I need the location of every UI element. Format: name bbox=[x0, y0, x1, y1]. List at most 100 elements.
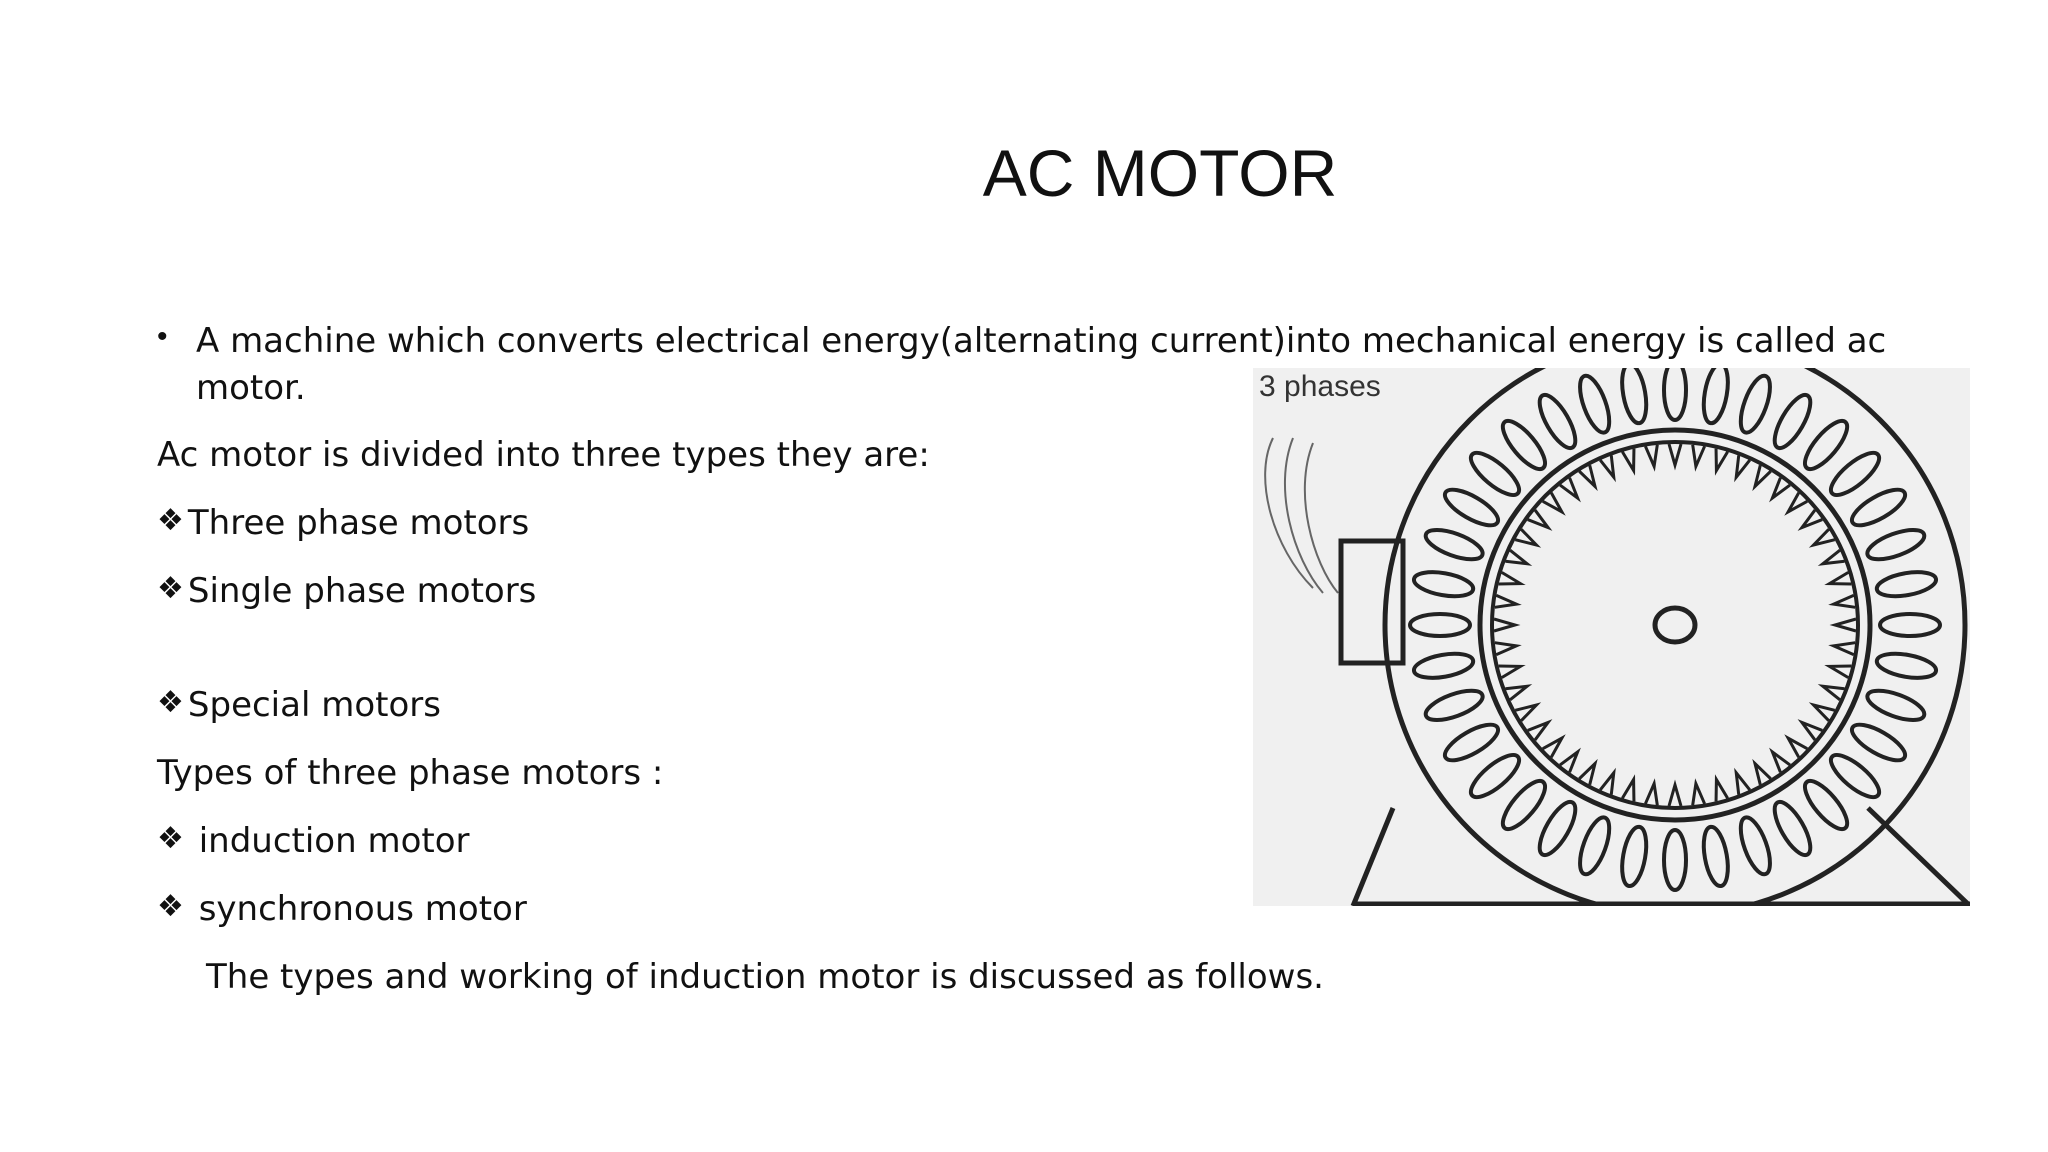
stator-outer bbox=[1382, 368, 1968, 906]
stator-inner-ring bbox=[1477, 427, 1873, 823]
rotor-tooth bbox=[1498, 571, 1526, 586]
terminal-box bbox=[1338, 538, 1406, 666]
wire bbox=[1264, 437, 1314, 589]
slide-title: AC MOTOR bbox=[982, 136, 1338, 210]
figure-label: 3 phases bbox=[1259, 370, 1381, 403]
rotor-tooth bbox=[1494, 641, 1522, 656]
rotor-tooth bbox=[1578, 758, 1598, 786]
rotor-tooth bbox=[1599, 455, 1616, 483]
motor-diagram-icon: 3 phases bbox=[1259, 368, 1970, 906]
list-item: ❖Single phase motors bbox=[157, 569, 536, 613]
rotor-tooth bbox=[1667, 779, 1683, 807]
bullet-dot: • bbox=[157, 320, 168, 353]
stator-slot bbox=[1874, 651, 1939, 680]
diamond-bullet-icon: ❖ bbox=[157, 503, 184, 538]
list-item-label: induction motor bbox=[187, 821, 470, 861]
list-item-label: synchronous motor bbox=[187, 889, 527, 929]
stator-slots bbox=[1408, 368, 1942, 892]
closing-text: The types and working of induction motor… bbox=[206, 957, 1324, 997]
rotor-tooth bbox=[1691, 778, 1706, 806]
stator-slot bbox=[1500, 778, 1547, 832]
stator-slot bbox=[1662, 368, 1688, 422]
shaft bbox=[1652, 605, 1698, 645]
list-item: ❖ synchronous motor bbox=[157, 887, 527, 931]
rotor-tooth bbox=[1542, 734, 1566, 758]
rotor-tooth bbox=[1514, 702, 1542, 722]
rotor-tooth bbox=[1828, 594, 1856, 609]
rotor-tooth bbox=[1493, 617, 1521, 633]
rotor-tooth bbox=[1828, 641, 1856, 656]
list-item-label: Single phase motors bbox=[187, 571, 537, 611]
stator-slot bbox=[1701, 824, 1730, 889]
stator-slot bbox=[1701, 368, 1730, 426]
rotor-tooth bbox=[1505, 684, 1533, 701]
rotor-tooth bbox=[1752, 464, 1772, 492]
rotor-tooth bbox=[1559, 747, 1581, 773]
intro-text: A machine which converts electrical ener… bbox=[196, 321, 1887, 408]
rotor-tooth bbox=[1621, 448, 1636, 476]
stator-slot bbox=[1828, 450, 1882, 497]
rotor-tooth bbox=[1829, 617, 1857, 633]
stator-slot bbox=[1578, 373, 1612, 435]
rotor-tooth bbox=[1817, 549, 1845, 566]
rotor-tooth bbox=[1494, 594, 1522, 609]
rotor-tooth bbox=[1808, 528, 1836, 548]
rotor-tooth bbox=[1714, 774, 1729, 802]
rotor-tooth bbox=[1542, 492, 1566, 516]
diamond-bullet-icon: ❖ bbox=[157, 889, 184, 924]
list-item-label: Special motors bbox=[187, 685, 441, 725]
stator-slot bbox=[1411, 651, 1476, 680]
stator-slot bbox=[1849, 722, 1908, 763]
stator-slot bbox=[1423, 528, 1485, 562]
diamond-bullet-icon: ❖ bbox=[157, 571, 184, 606]
list-item: ❖ induction motor bbox=[157, 819, 470, 863]
stator-slot bbox=[1468, 753, 1522, 800]
rotor-tooth bbox=[1817, 684, 1845, 701]
rotor-tooth bbox=[1644, 778, 1659, 806]
list-item-label: Three phase motors bbox=[187, 503, 530, 543]
stator-slot bbox=[1865, 688, 1927, 722]
rotor-tooth bbox=[1784, 734, 1808, 758]
rotor-tooth bbox=[1559, 477, 1581, 503]
stator-slot bbox=[1537, 799, 1578, 858]
stator-slot bbox=[1772, 392, 1813, 451]
rotor-tooth bbox=[1527, 509, 1553, 531]
stator-slot bbox=[1537, 392, 1578, 451]
rotor-tooth bbox=[1527, 719, 1553, 741]
rotor-tooth bbox=[1691, 444, 1706, 472]
diamond-bullet-icon: ❖ bbox=[157, 685, 184, 720]
stator-slot bbox=[1662, 828, 1688, 892]
rotor-tooth bbox=[1769, 747, 1791, 773]
stator-slot bbox=[1849, 487, 1908, 528]
stator-slot bbox=[1803, 418, 1850, 472]
stator-slot bbox=[1468, 450, 1522, 497]
stator-slot bbox=[1828, 753, 1882, 800]
rotor-tooth bbox=[1667, 443, 1683, 471]
stator-slot bbox=[1411, 570, 1476, 599]
rotor-tooth bbox=[1824, 571, 1852, 586]
stator-slot bbox=[1772, 799, 1813, 858]
stator-slot bbox=[1442, 487, 1501, 528]
rotor-tooth bbox=[1621, 774, 1636, 802]
stator-slot bbox=[1442, 722, 1501, 763]
three-phase-heading: Types of three phase motors : bbox=[157, 753, 664, 793]
rotor-tooth bbox=[1784, 492, 1808, 516]
rotor-tooth bbox=[1578, 464, 1598, 492]
rotor-tooth bbox=[1514, 528, 1542, 548]
rotor-ring bbox=[1490, 440, 1860, 810]
rotor-tooth bbox=[1797, 719, 1823, 741]
types-heading: Ac motor is divided into three types the… bbox=[157, 435, 930, 475]
base-leg bbox=[1866, 806, 1970, 906]
rotor-tooth bbox=[1752, 758, 1772, 786]
stator-slot bbox=[1500, 418, 1547, 472]
diamond-bullet-icon: ❖ bbox=[157, 821, 184, 856]
list-item: ❖Special motors bbox=[157, 683, 441, 727]
rotor-tooth bbox=[1505, 549, 1533, 566]
stator-slot bbox=[1620, 368, 1649, 426]
rotor-tooth bbox=[1824, 664, 1852, 679]
rotor-tooth bbox=[1734, 455, 1751, 483]
motor-diagram-figure: 3 phases bbox=[1253, 368, 1970, 906]
list-item: ❖Three phase motors bbox=[157, 501, 529, 545]
rotor-tooth bbox=[1797, 509, 1823, 531]
